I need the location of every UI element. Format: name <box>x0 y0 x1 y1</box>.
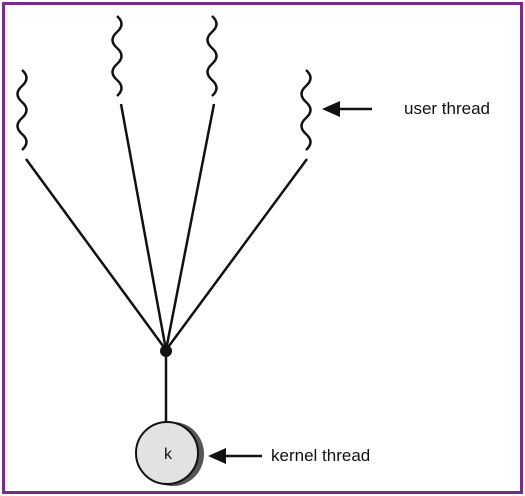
kernel-thread-letter: k <box>164 446 173 463</box>
user-thread-wave-3 <box>206 15 218 97</box>
kernel-thread-circle <box>135 421 199 485</box>
user-thread-wave-2 <box>111 15 123 97</box>
mapping-line-4 <box>164 158 309 351</box>
kernel-thread-label: kernel thread <box>271 446 371 465</box>
mapping-line-3 <box>164 103 216 351</box>
user-thread-wave-4 <box>300 69 312 151</box>
user-thread-arrow <box>322 101 372 117</box>
user-thread-label: user thread <box>404 99 490 118</box>
mapping-line-2 <box>119 103 168 351</box>
mapping-line-1 <box>24 158 168 351</box>
kernel-thread-arrow <box>208 448 262 464</box>
user-thread-wave-1 <box>16 69 28 151</box>
